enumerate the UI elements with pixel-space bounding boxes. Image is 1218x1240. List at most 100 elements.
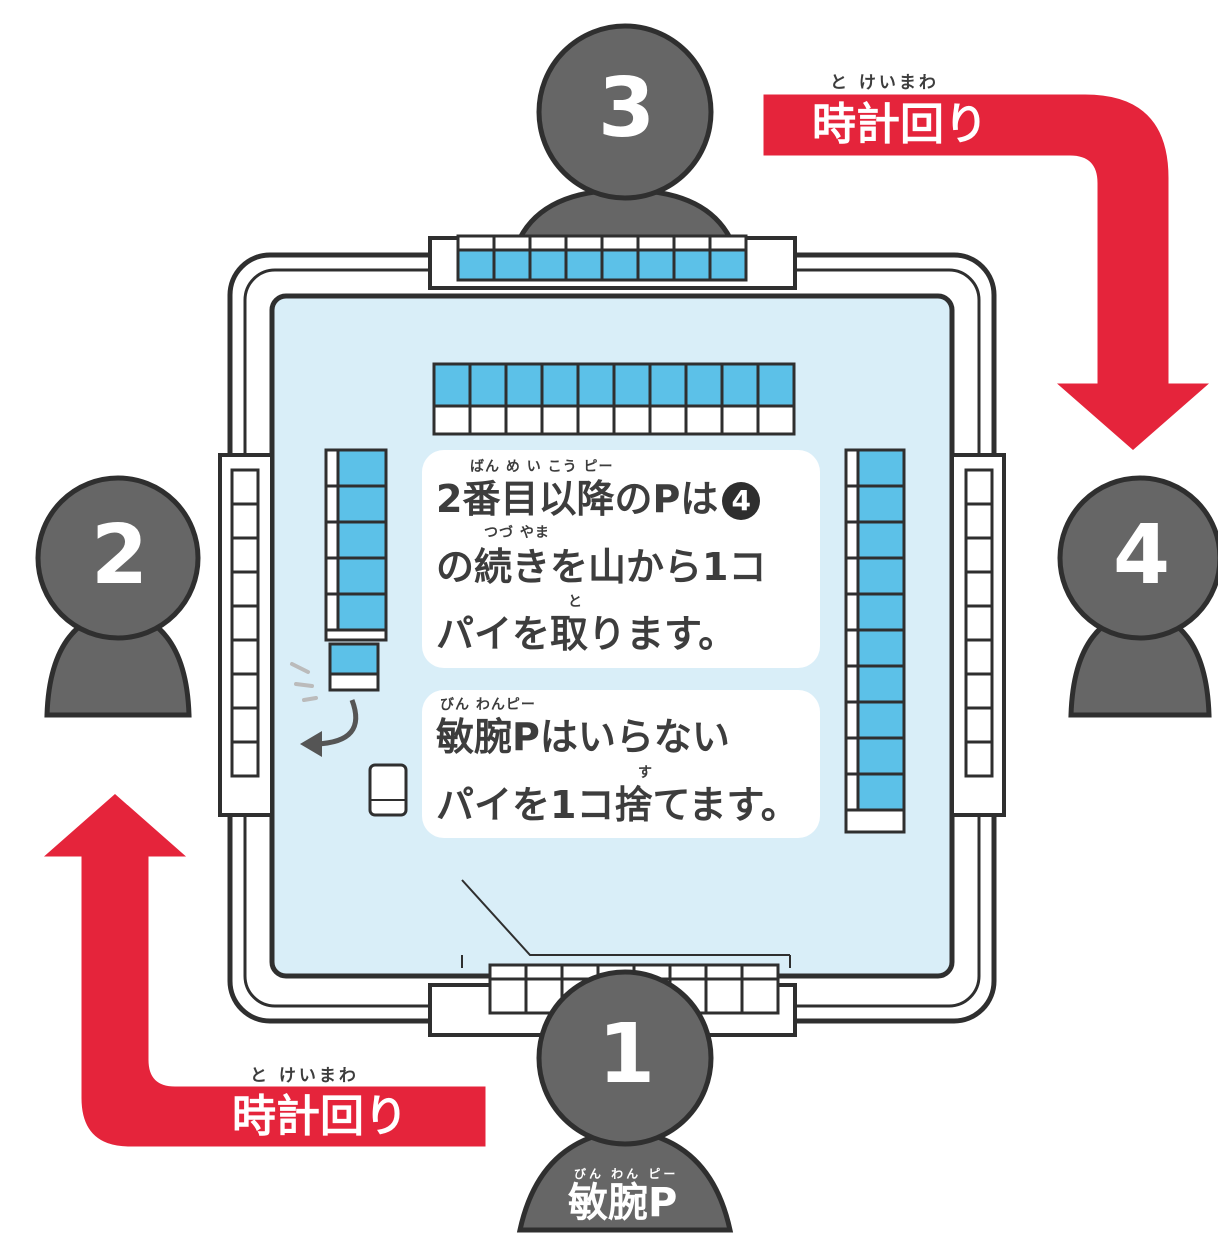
rack-left-tile — [230, 706, 260, 744]
wall-right-tile-face — [856, 772, 906, 812]
player-4-badge: 4 — [722, 482, 761, 520]
clockwise-arrow-bottom-left — [36, 790, 489, 1150]
wall-top-tile-face — [504, 362, 544, 408]
wall-top-tile — [468, 402, 508, 436]
wall-top-tile — [576, 402, 616, 436]
arrow-top-ruby: と けいまわ — [830, 73, 939, 93]
rack-right-tile — [964, 502, 994, 540]
wall-top-tile-face — [540, 362, 580, 408]
rack-bottom-tile — [740, 963, 780, 981]
wall-top-tile-face — [648, 362, 688, 408]
bubble-lower-line2: パイを1コ捨てます。 — [436, 783, 799, 827]
wall-right-tile-face — [856, 484, 906, 524]
rack-right-tile — [964, 536, 994, 574]
wall-top-tile-face — [684, 362, 724, 408]
wall-left-tile-face — [336, 484, 388, 524]
wall-top-tile — [612, 402, 652, 436]
rack-top-tile — [528, 234, 568, 252]
wall-right-tile — [844, 808, 906, 834]
rack-right-tile — [964, 706, 994, 744]
motion-lines — [290, 662, 318, 702]
draw-arrow — [315, 699, 359, 747]
clockwise-arrow-top-right — [760, 91, 1217, 454]
bubble-upper-line2: の続きを山から1コ — [436, 545, 767, 589]
ruby-line3: と — [568, 594, 583, 610]
wall-top-tile-face — [468, 362, 508, 408]
rack-bottom-tile-face — [488, 977, 528, 1015]
rack-bottom-tile — [668, 963, 708, 981]
rack-top-tile-face — [708, 248, 748, 282]
rack-bottom-tile — [488, 963, 528, 981]
player-main-name: 敏腕P — [568, 1180, 678, 1226]
player-2-hand-tiles — [230, 468, 260, 778]
ruby-lower-line1: びん わんピー — [440, 697, 536, 713]
rack-top-tile — [708, 234, 748, 252]
rack-top-tile-face — [492, 248, 532, 282]
wall-right-tile-face — [856, 664, 906, 704]
bubble-upper-line3: パイを取ります。 — [436, 612, 737, 656]
rack-top-tile — [456, 234, 496, 252]
rack-left-tile — [230, 468, 260, 506]
wall-top-tile-face — [432, 362, 472, 408]
wall-top-tile — [648, 402, 688, 436]
wall-top-tile-face — [756, 362, 796, 408]
rack-right-tile — [964, 740, 994, 778]
player-4-figure — [1057, 475, 1218, 718]
rack-right-tile — [964, 468, 994, 506]
rack-top-tile-face — [456, 248, 496, 282]
wall-top-tile-face — [576, 362, 616, 408]
ruby-lower-line2: す — [638, 765, 653, 781]
rack-bottom-tile — [704, 963, 744, 981]
rack-bottom-tile-face — [740, 977, 780, 1015]
rack-top-tile — [564, 234, 604, 252]
bubble-upper-line1: 2番目以降のPは — [436, 477, 719, 521]
rack-top-tile — [672, 234, 712, 252]
rack-top-tile-face — [600, 248, 640, 282]
wall-top-tile — [684, 402, 724, 436]
rack-left-tile — [230, 502, 260, 540]
wall-right-tile-face — [856, 700, 906, 740]
player-3-hand-tiles — [456, 234, 748, 282]
wall-top-tile-face — [612, 362, 652, 408]
rack-left-tile — [230, 672, 260, 710]
wall-right-tile-face — [856, 628, 906, 668]
rack-left-tile — [230, 638, 260, 676]
rack-left-tile — [230, 570, 260, 608]
wall-left-tile — [324, 628, 388, 642]
wall-top-tiles — [432, 362, 796, 436]
wall-top-tile — [504, 402, 544, 436]
wall-left-tiles — [324, 448, 388, 642]
rack-right-tile — [964, 570, 994, 608]
rack-top-tile — [600, 234, 640, 252]
rack-right-tile — [964, 604, 994, 642]
wall-left-tile-face — [336, 448, 388, 488]
wall-right-tile-face — [856, 736, 906, 776]
wall-top-tile — [432, 402, 472, 436]
wall-top-tile — [540, 402, 580, 436]
wall-top-tile — [720, 402, 760, 436]
rack-top-tile — [636, 234, 676, 252]
rack-right-tile — [964, 638, 994, 676]
wall-top-tile-face — [720, 362, 760, 408]
player-1-figure — [516, 969, 734, 1233]
ruby-line2: つづ やま — [484, 525, 550, 541]
player-4-number: 4 — [1113, 508, 1171, 603]
player-3-figure — [515, 23, 735, 241]
player-main-ruby: びん わん ピー — [574, 1167, 679, 1181]
wall-right-tiles — [844, 448, 906, 834]
wall-right-tile-face — [856, 556, 906, 596]
arrow-top-label: 時計回り — [812, 99, 988, 150]
rack-bottom-tile-face — [704, 977, 744, 1015]
arrow-bottom-ruby: と けいまわ — [250, 1066, 359, 1086]
discarded-tile — [368, 763, 408, 817]
rack-right-tile — [964, 672, 994, 710]
rack-left-tile — [230, 604, 260, 642]
speech-bubble-discard: びん わんピー 敏腕Pはいらない す パイを1コ捨てます。 — [422, 690, 820, 838]
rack-top-tile-face — [636, 248, 676, 282]
wall-left-tile-face — [336, 520, 388, 560]
wall-top-tile — [756, 402, 796, 436]
player-4-hand-tiles — [964, 468, 994, 778]
wall-right-tile-face — [856, 520, 906, 560]
